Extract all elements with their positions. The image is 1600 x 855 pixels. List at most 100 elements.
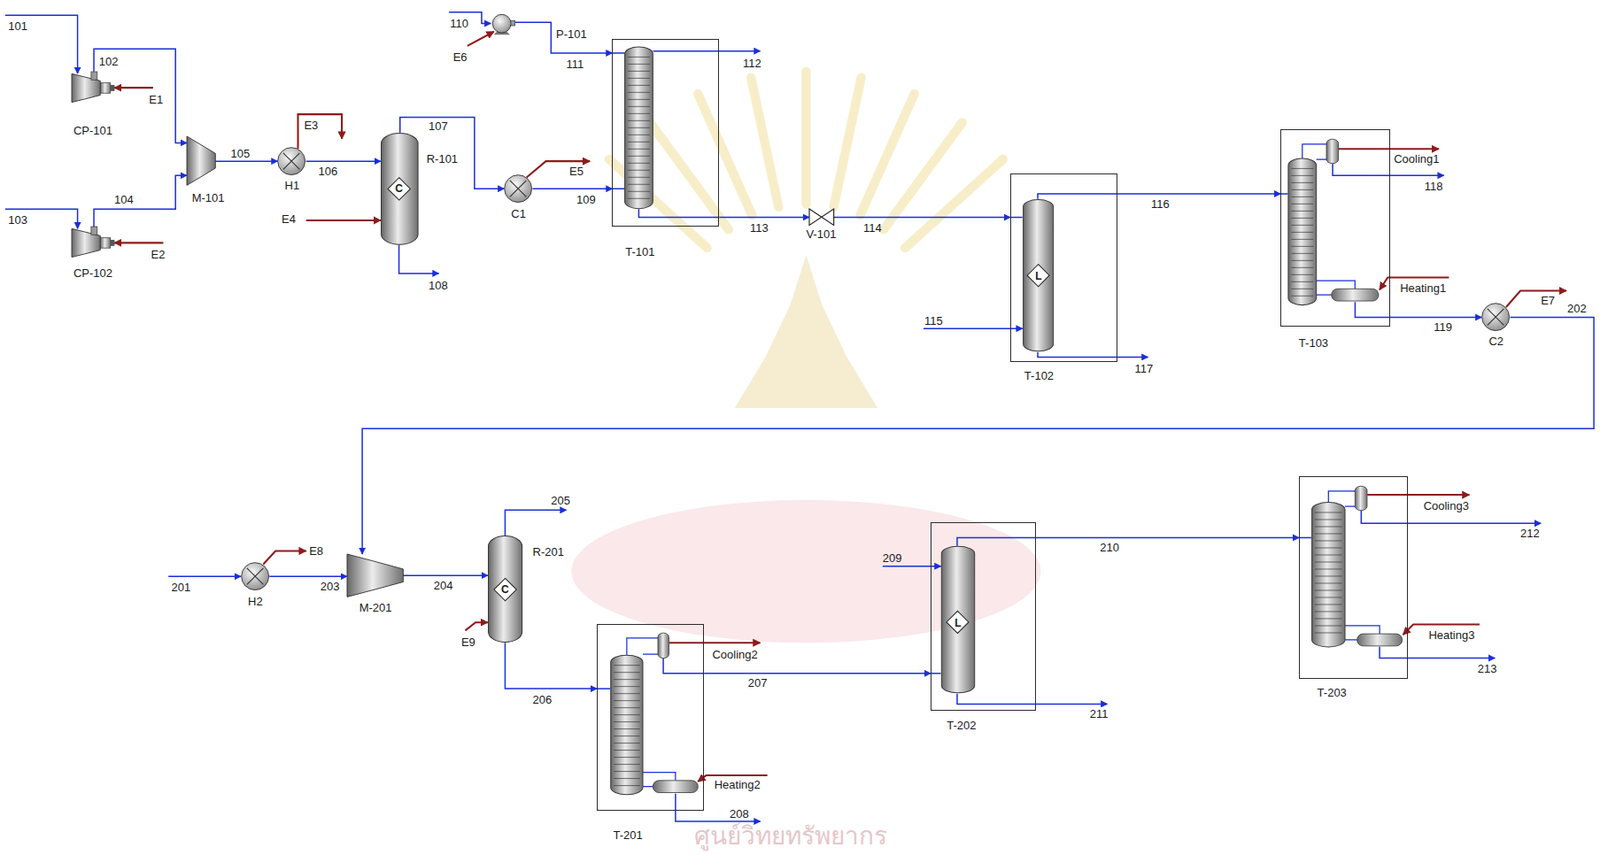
column-tray — [627, 155, 650, 157]
column-tray — [613, 694, 640, 696]
stream-number: 210 — [1099, 541, 1120, 554]
type-diamond — [946, 611, 969, 634]
unit-type-letter: C — [394, 183, 403, 194]
unit-type-letter: L — [1035, 270, 1042, 282]
unit-icon — [1299, 477, 1407, 678]
unit-tag: T-101 — [625, 246, 655, 258]
stream-line — [1298, 537, 1312, 539]
stream-number: 203 — [320, 580, 341, 593]
column-tray — [627, 198, 650, 200]
column-tray — [627, 184, 650, 186]
unit-tag: T-102 — [1024, 370, 1054, 382]
stream-number: 109 — [576, 193, 596, 206]
energy-line — [298, 114, 343, 149]
mixer: M-101 — [186, 136, 216, 186]
exchanger-cross — [283, 153, 301, 171]
column-tray — [627, 92, 650, 93]
column-tray — [1314, 562, 1343, 564]
exchanger-body — [241, 563, 270, 591]
unit-icon — [503, 174, 533, 203]
unit-tag: C2 — [1488, 335, 1504, 348]
column-tray — [613, 743, 640, 745]
column-tray — [627, 162, 650, 164]
unit-icon — [490, 12, 516, 35]
stream-label: 110 — [449, 17, 469, 30]
stream-connector — [504, 642, 597, 689]
energy-line — [467, 31, 495, 47]
stream-line — [1010, 216, 1023, 218]
emblem-ray — [750, 77, 779, 208]
column-shell — [610, 656, 643, 797]
column-shell — [625, 46, 654, 209]
emblem-ray — [801, 71, 811, 205]
stream-line — [1037, 193, 1118, 200]
heat-exchanger: H2 — [240, 562, 270, 591]
stream-connector — [515, 22, 612, 54]
valve: V-101 — [809, 208, 835, 225]
stream-line — [638, 208, 719, 217]
column-tray — [627, 120, 650, 122]
type-diamond — [387, 177, 410, 201]
column-tray — [613, 729, 640, 731]
stream-line — [663, 658, 704, 674]
unit-tag: H2 — [247, 595, 263, 608]
column-tray — [1314, 569, 1343, 571]
stream-label: 208 — [729, 808, 750, 820]
stream-line — [923, 327, 1023, 329]
stream-label: 103 — [7, 214, 28, 226]
stream-label: 213 — [1477, 663, 1498, 675]
unit-tag: R-201 — [533, 546, 565, 558]
unit-tag: C1 — [510, 208, 526, 220]
stream-number: 107 — [428, 120, 449, 132]
column-tray — [1314, 618, 1343, 620]
stream-number: 204 — [433, 579, 454, 592]
condenser-drum — [657, 633, 669, 660]
column-tray — [613, 736, 640, 738]
compressor: CP-102 — [71, 226, 115, 260]
energy-line — [262, 550, 306, 565]
unit-tag: T-201 — [612, 829, 642, 842]
distillation-column: T-201 — [596, 624, 704, 812]
stream-number: 106 — [318, 165, 339, 178]
stream-line — [5, 15, 78, 74]
stream-label: 108 — [428, 279, 449, 292]
stream-line — [611, 52, 625, 54]
column-tray — [1314, 548, 1343, 549]
motor-body — [100, 238, 111, 249]
extractor-column: T-202L — [930, 522, 1036, 712]
column-tray — [1314, 633, 1343, 634]
stream-label: E3 — [303, 119, 318, 132]
stream-line — [653, 50, 761, 52]
stream-label: E1 — [148, 93, 163, 106]
column-tray — [1314, 583, 1343, 585]
stream-label: 117 — [1134, 363, 1153, 375]
column-tray — [1291, 203, 1315, 205]
stream-label: 211 — [1089, 708, 1109, 720]
stream-line — [1280, 193, 1288, 194]
unit-tag: T-203 — [1317, 687, 1347, 699]
unit-icon — [612, 39, 719, 226]
energy-line — [114, 86, 154, 89]
column-tray — [1291, 274, 1315, 276]
stream-line — [882, 565, 942, 567]
stream-line — [957, 694, 1107, 705]
energy-line — [1367, 494, 1469, 496]
column-tray — [627, 99, 650, 101]
stream-number: 116 — [1151, 198, 1170, 210]
unit-icon — [277, 146, 306, 176]
column-tray — [627, 170, 650, 171]
energy-line — [1506, 291, 1567, 308]
emblem-ray — [904, 159, 1004, 248]
heat-exchanger: C1 — [503, 174, 533, 203]
unit-icon — [1481, 302, 1510, 332]
unit-tag: H1 — [285, 179, 301, 192]
stream-line — [1332, 162, 1445, 176]
column-tray — [613, 757, 640, 759]
stream-line — [1360, 510, 1541, 524]
stream-connector — [93, 175, 187, 227]
stream-connector — [402, 574, 488, 577]
exchanger-cross — [510, 180, 527, 198]
unit-tag: M-201 — [359, 602, 393, 614]
